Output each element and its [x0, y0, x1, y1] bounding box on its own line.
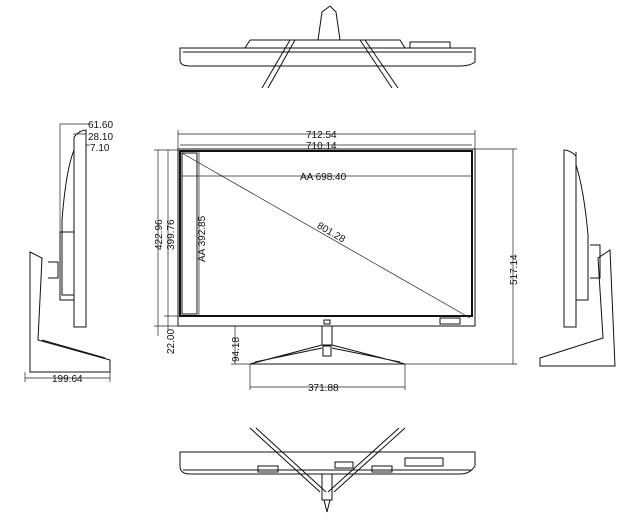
dim-depth-panel: 28.10 [88, 132, 113, 143]
top-view [179, 5, 476, 89]
left-side-view: 61.60 28.10 7.10 199.64 [24, 120, 113, 385]
dim-active-area-height: AA 392.85 [197, 215, 208, 262]
front-dimensions: 712.54 710.14 AA 698.40 801.28 AA 392.85… [154, 130, 520, 394]
dim-panel-height-inner: 399.76 [166, 219, 177, 250]
dim-overall-width: 712.54 [306, 130, 337, 141]
dim-diagonal: 801.28 [315, 221, 347, 246]
dim-depth-edge: 7.10 [90, 143, 110, 154]
dim-total-height: 517.14 [509, 254, 520, 285]
dim-stand-clearance: 94.18 [231, 337, 242, 362]
dim-base-width: 371.88 [308, 383, 339, 394]
dim-panel-height-outer: 422.96 [154, 219, 165, 250]
dim-bezel-width: 710.14 [306, 141, 337, 152]
dim-depth-top: 61.60 [88, 120, 113, 131]
dim-base-depth: 199.64 [52, 374, 83, 385]
dim-active-area-width: AA 698.40 [300, 172, 347, 183]
right-side-view [539, 149, 616, 367]
dim-bottom-bezel: 22.00 [166, 329, 177, 354]
bottom-view [179, 427, 476, 513]
front-view [177, 148, 476, 365]
